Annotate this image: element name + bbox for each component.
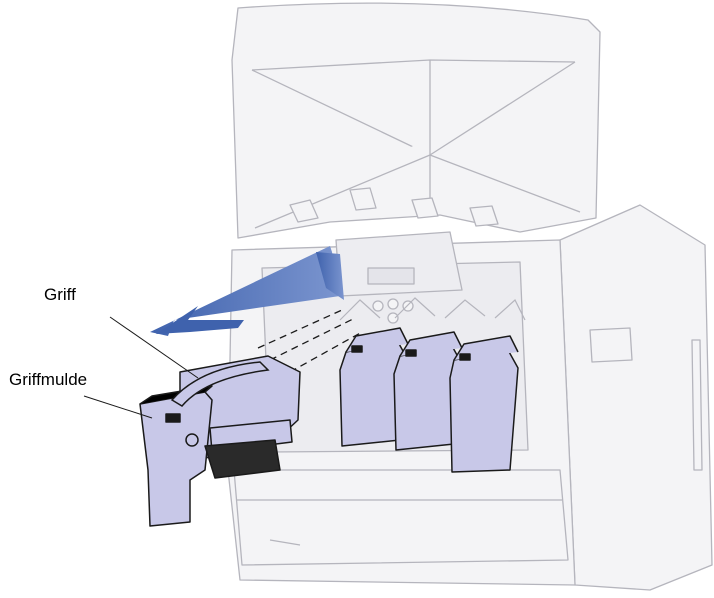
leader-line-griff: [109, 316, 199, 379]
top-cover: [231, 2, 601, 239]
installed-cartridges: [339, 327, 519, 473]
leader-lines: [83, 316, 199, 419]
leader-line-griffmulde: [83, 395, 153, 419]
removal-path: [257, 309, 363, 373]
cartridge-installed-2: [393, 331, 463, 451]
cartridge-installed-1: [339, 327, 409, 447]
cartridge-installed-3: [449, 335, 519, 473]
cartridge-handle: [170, 361, 270, 407]
pull-direction-arrow: [150, 246, 344, 336]
label-griff: Griff: [44, 285, 76, 304]
printer-body: [227, 204, 713, 591]
label-griffmulde: Griffmulde: [9, 370, 88, 389]
slot-guides: [339, 297, 526, 321]
